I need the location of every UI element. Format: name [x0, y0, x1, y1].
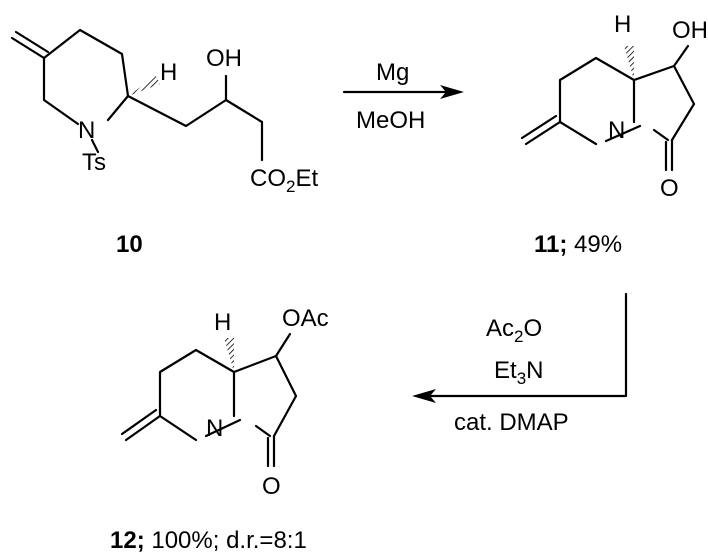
bond [520, 114, 558, 140]
reagent-mg: Mg [376, 59, 409, 86]
compound-10-label: 10 [116, 231, 143, 258]
atom-h: H [160, 59, 177, 86]
bond [120, 408, 158, 436]
bond [10, 36, 46, 60]
bond [14, 30, 50, 54]
reagent-ac2o: Ac2O [486, 315, 542, 346]
bond [672, 44, 690, 68]
atom-n: N [78, 117, 95, 144]
atom-o: O [262, 473, 281, 500]
reagent-et3n: Et3N [494, 357, 544, 388]
bond [632, 64, 696, 142]
stereo-hash-bond [624, 46, 634, 80]
bond [124, 414, 162, 442]
bond [254, 424, 272, 438]
compound-12-label: 12; 100%; d.r.=8:1 [110, 527, 307, 554]
bond [232, 354, 298, 438]
bond [274, 332, 292, 358]
stereo-hash-bond [128, 76, 160, 96]
atom-o: O [660, 175, 679, 202]
atom-oh: OH [206, 45, 242, 72]
reagent-meoh: MeOH [356, 107, 425, 134]
atom-oac: OAc [282, 305, 329, 332]
bond [42, 28, 130, 122]
atom-n: N [608, 117, 625, 144]
bond [126, 94, 264, 162]
reaction-arrow-2 [412, 292, 628, 403]
bond [524, 120, 562, 146]
compound-11-label: 11; 49% [534, 231, 622, 258]
compound-12: H OAc N O [120, 305, 329, 500]
ester-group: CO2Et [250, 165, 318, 196]
atom-h: H [214, 309, 231, 336]
bond [652, 128, 670, 142]
compound-10: H OH N Ts CO2Et [10, 28, 318, 196]
bond [204, 418, 242, 438]
bond [42, 56, 80, 126]
compound-11: H OH N O [520, 11, 708, 202]
bond [158, 348, 236, 418]
bond [604, 124, 642, 143]
bond [558, 56, 636, 124]
atom-h: H [614, 11, 631, 38]
reagent-dmap: cat. DMAP [454, 409, 569, 436]
bond [90, 138, 100, 154]
atom-ts: Ts [82, 149, 106, 176]
stereo-hash-bond [224, 338, 234, 372]
bond [158, 414, 198, 442]
atom-oh: OH [672, 17, 708, 44]
atom-n: N [206, 415, 223, 442]
bond [558, 120, 598, 146]
reaction-arrow-1 [342, 85, 464, 99]
